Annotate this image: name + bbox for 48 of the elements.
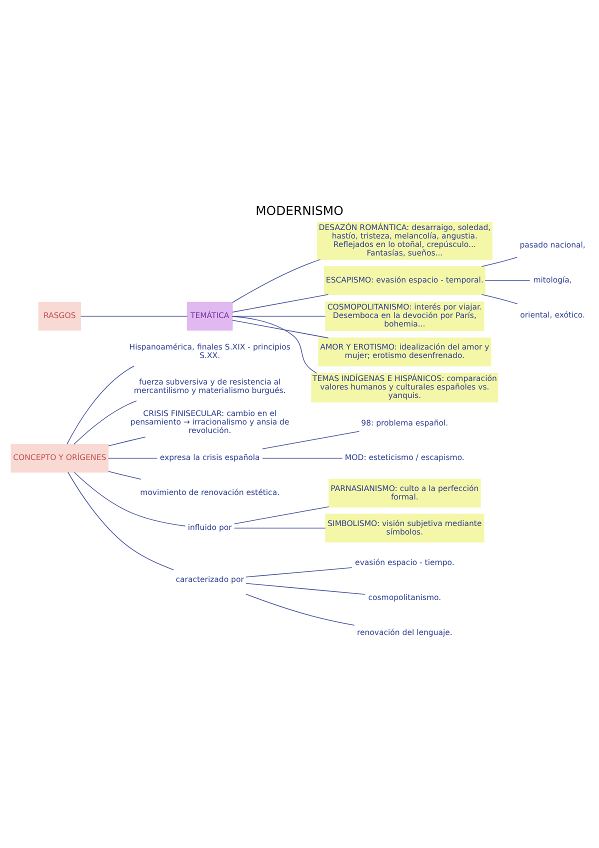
connector xyxy=(262,430,360,449)
connector xyxy=(481,294,518,304)
node-box: PARNASIANISMO: culto a la perfección formal. xyxy=(328,478,481,508)
connector xyxy=(108,470,142,480)
connector xyxy=(232,294,329,312)
diagram-title: MODERNISMO xyxy=(256,202,344,218)
node-text: CRISIS FINISECULAR: cambio en el pensamiento → irracionalismo y ansia de revolución. xyxy=(130,408,290,435)
connector xyxy=(108,457,158,458)
node-text: oriental, exótico. xyxy=(520,310,585,319)
connector xyxy=(232,315,326,316)
connector xyxy=(234,527,326,528)
node-text: mitología, xyxy=(533,274,572,284)
node-text: caracterizado por xyxy=(176,574,244,584)
connector xyxy=(68,471,174,570)
node-text: expresa la crisis española xyxy=(160,452,260,462)
connector xyxy=(66,365,135,444)
connector xyxy=(232,319,329,338)
connector xyxy=(74,471,186,526)
connector xyxy=(246,582,366,594)
connector xyxy=(232,258,321,302)
node-box: ESCAPISMO: evasión espacio - temporal. xyxy=(324,266,486,294)
connector xyxy=(246,566,352,577)
node-text: influido por xyxy=(188,522,232,532)
node-text: evasión espacio - tiempo. xyxy=(355,558,454,566)
node-text: movimiento de renovación estética. xyxy=(140,488,280,497)
node-box: CONCEPTO Y ORÍGENES xyxy=(10,443,109,472)
connector xyxy=(108,436,146,446)
connector xyxy=(74,400,137,444)
node-box: TEMAS INDÍGENAS E HISPÁNICOS: comparación valores humanos y culturales españoles vs. yanquis. xyxy=(311,372,498,402)
node-box: TEMÁTICA xyxy=(186,301,233,330)
node-box: SIMBOLISMO: visión subjetiva mediante símbolos. xyxy=(325,513,484,542)
node-text: pasado nacional, xyxy=(520,240,586,250)
node-text: Hispanoamérica, finales S.XIX - principios S.XX. xyxy=(129,342,290,360)
node-text: fuerza subversiva y de resistencia al mercantilismo y materialismo burgués. xyxy=(134,377,286,395)
node-box: DESAZÓN ROMÁNTICA: desarraigo, soledad, hastío, tristeza, melancolía, angustia. Reflejados en lo otoñal, crepúsculo... Fantasías, sueños... xyxy=(316,221,492,260)
node-box: AMOR Y EROTISMO: idealización del amor y mujer; erotismo desenfrenado. xyxy=(318,337,492,366)
connector xyxy=(481,256,518,266)
node-box: RASGOS xyxy=(38,301,81,330)
node-text: MOD: esteticismo / escapismo. xyxy=(344,452,464,462)
connector xyxy=(80,315,188,316)
node-text: 98: problema español. xyxy=(361,418,448,427)
connector xyxy=(246,593,355,626)
node-text: renovación del lenguaje. xyxy=(356,627,452,636)
connector xyxy=(232,316,318,374)
node-text: cosmopolitanismo. xyxy=(368,592,442,602)
connector xyxy=(234,506,330,524)
connector xyxy=(262,457,343,458)
node-box: COSMOPOLITANISMO: interés por viajar. Desemboca en la devoción por París, bohemia... xyxy=(325,300,484,330)
